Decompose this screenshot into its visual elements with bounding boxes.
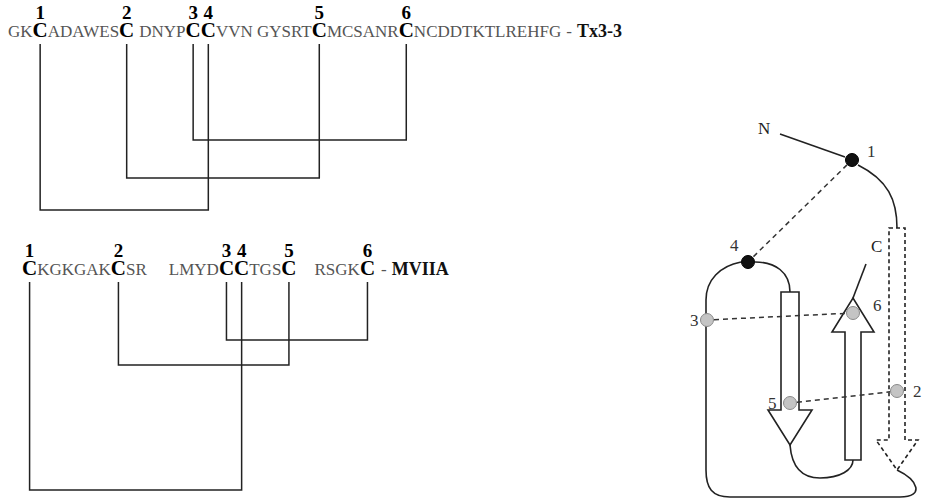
beta-strand-dotted [876, 228, 918, 470]
cysteine-number: 1 [867, 143, 876, 160]
cysteine-residue: C [186, 20, 201, 41]
backbone [755, 262, 790, 292]
disulfide-bracket [193, 44, 406, 140]
cysteine-number: 6 [402, 3, 412, 22]
sequence-fragment: - [566, 23, 572, 40]
sequence-fragment: RSGK [315, 261, 360, 278]
sequence-fragment: NCDDTKTLREHFG [414, 23, 561, 40]
sequence-fragment: DNYP [139, 23, 185, 40]
cysteine-residue: C [281, 258, 296, 279]
beta-strand [832, 298, 874, 460]
cysteine-number: 3 [222, 241, 232, 260]
cysteine-number: 4 [730, 237, 739, 254]
cysteine-residue: C [119, 20, 134, 41]
cysteine-dot: 3 [700, 313, 714, 327]
backbone [790, 445, 853, 478]
sequence-fragment: KGKGAK [37, 261, 111, 278]
disulfide-bond [753, 165, 847, 257]
sequence-row: CKGKGAKCSRLMYDCCTGSCRSGKC-MVIIA [22, 258, 449, 279]
sequence-fragment: VVN GYSRT [216, 23, 312, 40]
cysteine-number: 2 [122, 3, 132, 22]
cysteine-dot: 1 [845, 153, 859, 167]
cysteine-number: 5 [768, 395, 777, 412]
cysteine-dot: 6 [846, 306, 860, 320]
disulfide-bond [714, 313, 846, 319]
cysteine-dot: 2 [890, 384, 904, 398]
disulfide-bracket [226, 282, 367, 340]
peptide-name: MVIIA [392, 260, 449, 278]
cysteine-residue: C [33, 20, 48, 41]
backbone [858, 165, 897, 228]
cysteine-number: 6 [873, 297, 882, 314]
cysteine-number: 4 [237, 241, 247, 260]
cysteine-residue: C [360, 258, 375, 279]
peptide-name: Tx3-3 [577, 22, 622, 40]
cysteine-residue: C [111, 258, 126, 279]
backbone [780, 134, 845, 157]
cysteine-number: 5 [315, 3, 325, 22]
cysteine-number: 1 [25, 241, 35, 260]
sequence-fragment: ADAWES [48, 23, 119, 40]
sequence-row: GKCADAWESCDNYPCCVVN GYSRTCMCSANRCNCDDTKT… [8, 20, 622, 41]
disulfide-bond [797, 392, 890, 402]
cysteine-dot: 4 [741, 255, 755, 269]
sequence-fragment: TGS [249, 261, 281, 278]
disulfide-bracket [30, 282, 242, 490]
cysteine-residue: C [22, 258, 37, 279]
disulfide-bracket [127, 44, 320, 178]
cysteine-number: 6 [363, 241, 373, 260]
cysteine-residue: C [399, 20, 414, 41]
terminus-label: N [758, 120, 770, 137]
cysteine-dot: 5 [783, 396, 797, 410]
sequence-fragment: LMYD [169, 261, 219, 278]
terminus-label: C [871, 238, 882, 255]
cysteine-residue: C [312, 20, 327, 41]
disulfide-bracket [118, 282, 289, 365]
sequence-fragment: SR [126, 261, 147, 278]
cysteine-residue: C [201, 20, 216, 41]
sequence-fragment: GK [8, 23, 33, 40]
cysteine-number: 3 [188, 3, 198, 22]
cysteine-number: 2 [114, 241, 124, 260]
sequence-fragment: MCSANR [327, 23, 399, 40]
cysteine-number: 2 [913, 383, 922, 400]
backbone [853, 264, 866, 298]
disulfide-bracket [40, 44, 208, 210]
backbone [706, 262, 916, 497]
cysteine-residue: C [234, 258, 249, 279]
sequence-fragment: - [381, 261, 387, 278]
cysteine-residue: C [219, 258, 234, 279]
cysteine-number: 5 [284, 241, 294, 260]
cysteine-number: 3 [690, 312, 699, 329]
cysteine-number: 1 [35, 3, 45, 22]
cysteine-number: 4 [204, 3, 214, 22]
